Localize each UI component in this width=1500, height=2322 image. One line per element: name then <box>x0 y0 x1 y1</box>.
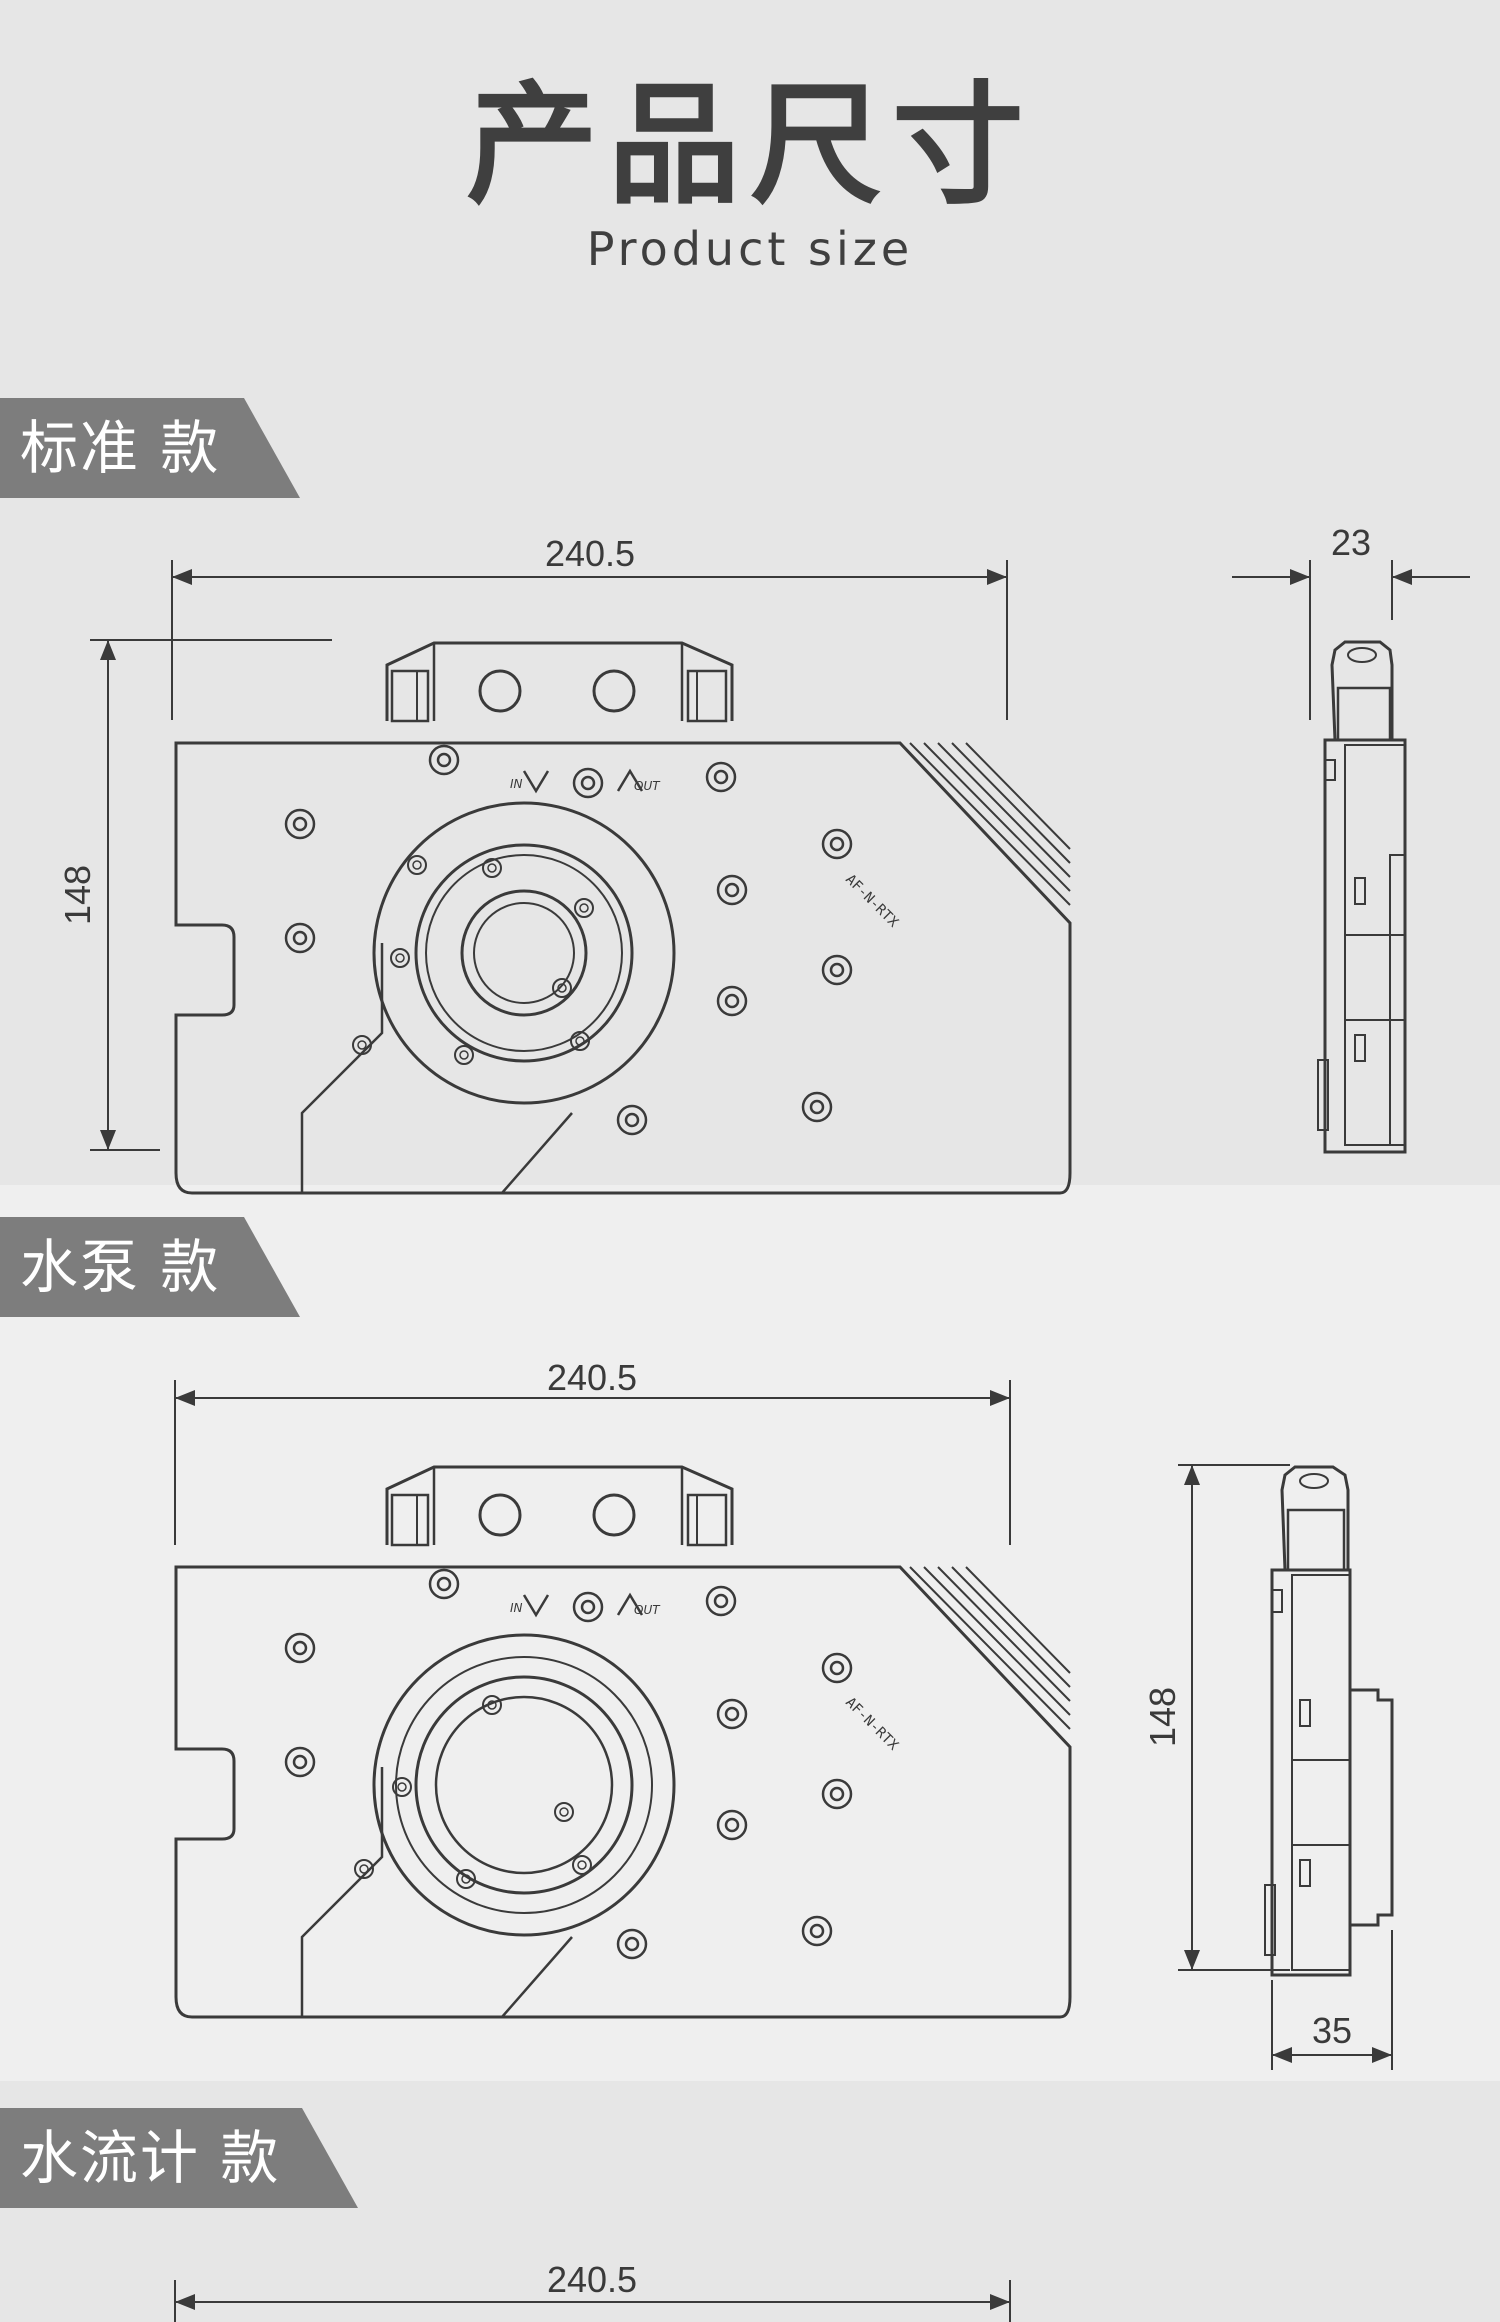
width-label: 240.5 <box>547 2259 637 2300</box>
height-label: 148 <box>57 865 98 925</box>
front-view-flowmeter: 240.5 <box>174 2259 1011 2322</box>
front-view-pump: 240.5 AF-N-RTX IN OUT <box>174 1357 1070 2017</box>
port-out-label: OUT <box>634 1603 661 1617</box>
page-subtitle: Product size <box>586 222 914 276</box>
thickness-label: 35 <box>1312 2010 1352 2051</box>
port-in-label: IN <box>510 777 523 791</box>
side-view-standard: 23 <box>1232 522 1470 1154</box>
page-title: 产品尺寸 <box>466 69 1034 223</box>
thickness-label: 23 <box>1331 522 1371 563</box>
width-label: 240.5 <box>547 1357 637 1398</box>
section-band-standard <box>0 0 1500 1185</box>
port-out-label: OUT <box>634 779 661 793</box>
model-text: AF-N-RTX <box>842 872 901 931</box>
section-tag-flowmeter: 水流计 款 <box>0 2108 358 2208</box>
height-label: 148 <box>1142 1687 1183 1747</box>
port-in-label: IN <box>510 1601 523 1615</box>
side-view-pump: 148 35 <box>1142 1464 1394 2070</box>
front-view-standard: 240.5 148 AF-N-RTX IN OUT <box>57 533 1070 1193</box>
model-text: AF-N-RTX <box>842 1695 901 1754</box>
width-label: 240.5 <box>545 533 635 574</box>
section-tag-standard: 标准 款 <box>0 398 300 498</box>
section-band-pump <box>0 1185 1500 2081</box>
section-tag-pump: 水泵 款 <box>0 1217 300 1317</box>
